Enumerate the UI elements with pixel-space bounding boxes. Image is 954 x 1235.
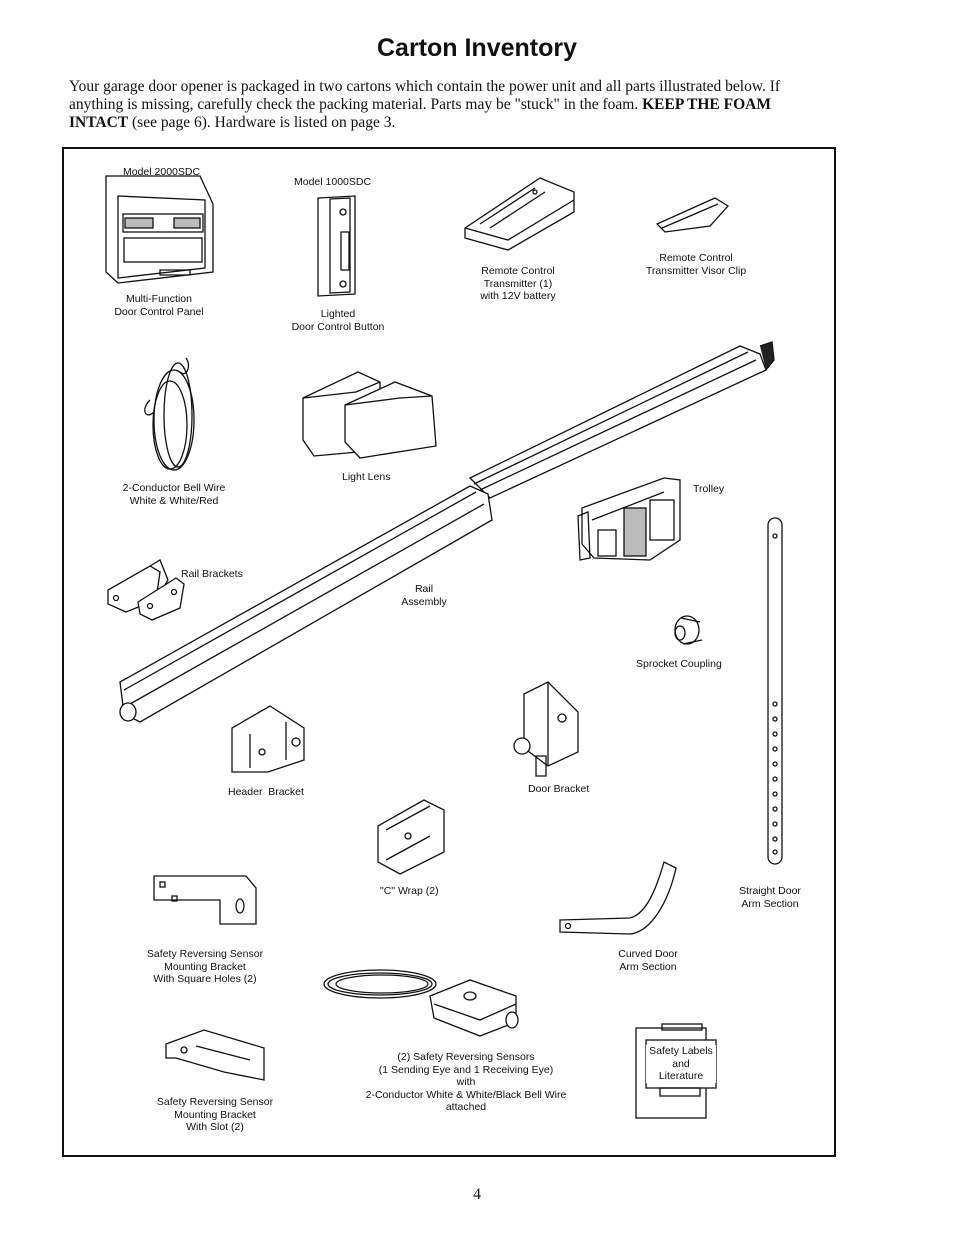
label-model-1000: Model 1000SDC (294, 176, 372, 188)
inventory-frame (62, 147, 836, 1157)
label-visor-clip: Remote Control Transmitter Visor Clip (645, 252, 747, 277)
label-door-bracket: Door Bracket (528, 783, 590, 795)
header-bracket-illustration (231, 705, 305, 773)
label-sprocket-coupling: Sprocket Coupling (636, 658, 722, 670)
label-straight-arm: Straight Door Arm Section (739, 885, 801, 910)
curved-arm-illustration (559, 861, 677, 935)
label-safety-sensors: (2) Safety Reversing Sensors (1 Sending … (365, 1051, 567, 1113)
sensor-bracket-square-illustration (153, 875, 257, 925)
bell-wire-illustration (144, 357, 195, 471)
intro-bold: KEEP THE FOAM INTACT (69, 96, 771, 131)
intro-paragraph: Your garage door opener is packaged in t… (69, 78, 809, 132)
label-sensor-bracket-slot: Safety Reversing Sensor Mounting Bracket… (156, 1096, 274, 1133)
label-c-wrap: "C" Wrap (2) (380, 885, 439, 897)
intro-tail: (see page 6). Hardware is listed on page… (128, 114, 396, 131)
label-curved-arm: Curved Door Arm Section (618, 948, 678, 973)
intro-text: Your garage door opener is packaged in t… (69, 78, 781, 113)
sensor-bracket-slot-illustration (165, 1029, 265, 1081)
label-trolley: Trolley (693, 483, 725, 495)
sprocket-coupling-illustration (674, 615, 703, 645)
door-bracket-illustration (513, 681, 579, 777)
safety-sensors-illustration (323, 969, 519, 1037)
label-multi-function-panel: Multi-Function Door Control Panel (114, 293, 204, 318)
label-lighted-button: Lighted Door Control Button (291, 308, 385, 333)
label-rail-assembly: Rail Assembly (401, 583, 447, 608)
rail-assembly-illustration (119, 341, 775, 723)
page-title: Carton Inventory (376, 34, 578, 62)
rail-brackets-illustration (107, 559, 185, 621)
page-number: 4 (473, 1186, 481, 1203)
lighted-button-illustration (317, 195, 356, 297)
door-control-panel-illustration (105, 175, 214, 284)
label-rail-brackets: Rail Brackets (181, 568, 243, 580)
light-lens-illustration (302, 371, 437, 459)
c-wrap-illustration (377, 799, 445, 875)
label-header-bracket: Header Bracket (228, 786, 304, 798)
label-light-lens: Light Lens (342, 471, 391, 483)
label-model-2000: Model 2000SDC (123, 166, 201, 178)
straight-arm-illustration (767, 517, 783, 865)
remote-illustration (464, 177, 575, 251)
label-remote-transmitter: Remote Control Transmitter (1) with 12V … (480, 265, 556, 302)
label-sensor-bracket-square: Safety Reversing Sensor Mounting Bracket… (146, 948, 264, 985)
trolley-illustration (577, 477, 681, 561)
label-bell-wire: 2-Conductor Bell Wire White & White/Red (122, 482, 226, 507)
label-safety-labels: Safety Labels and Literature (646, 1045, 716, 1083)
visor-clip-illustration (655, 197, 730, 233)
